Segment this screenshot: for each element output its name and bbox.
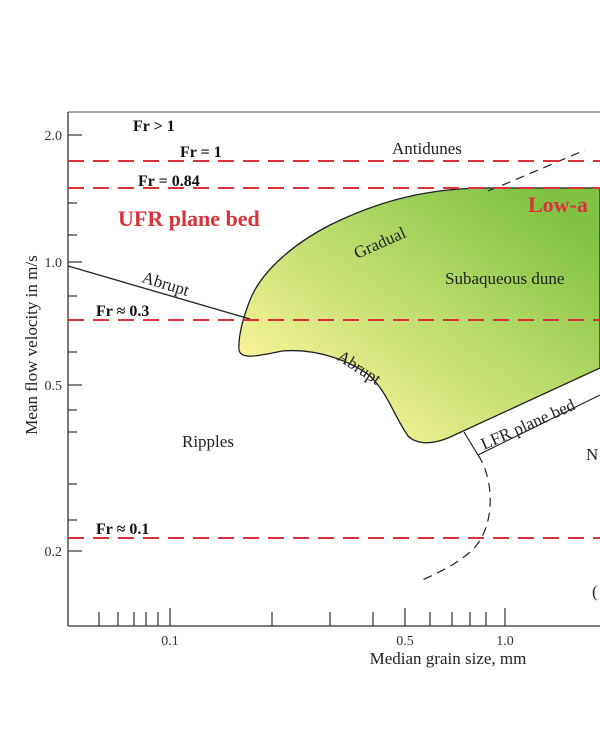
plot-frame — [67, 111, 600, 627]
subaqueous-dunes-label: Subaqueous dune — [445, 269, 564, 288]
low-angle-dunes-label: Low-a — [528, 192, 588, 217]
y-tick-02: 0.2 — [45, 545, 63, 560]
cut-label-paren: ( — [592, 582, 598, 601]
x-tick-05: 0.5 — [396, 634, 414, 649]
froude-lines — [68, 160, 600, 539]
fr-01-label: Fr ≈ 0.1 — [96, 521, 149, 538]
ufr-plane-bed-label: UFR plane bed — [118, 206, 260, 231]
lfr-lower-edge — [477, 394, 600, 456]
x-tick-1: 1.0 — [496, 634, 514, 649]
y-axis-ticks — [68, 134, 82, 552]
y-tick-2: 2.0 — [45, 129, 63, 144]
y-tick-05: 0.5 — [45, 379, 63, 394]
fr-03-label: Fr ≈ 0.3 — [96, 303, 149, 320]
antidunes-label: Antidunes — [392, 139, 462, 158]
cut-label-n: N — [586, 445, 598, 464]
x-axis-title: Median grain size, mm — [370, 649, 527, 668]
fr-gt1-label: Fr > 1 — [133, 118, 175, 135]
antidune-dashed-boundary — [487, 149, 586, 192]
ripples-label: Ripples — [182, 432, 234, 451]
x-tick-01: 0.1 — [161, 634, 179, 649]
lfr-left-edge — [463, 431, 479, 456]
x-axis-ticks — [98, 608, 506, 626]
fr-084-label: Fr = 0.84 — [138, 173, 200, 190]
y-tick-1: 1.0 — [45, 256, 63, 271]
fr-eq1-label: Fr = 1 — [180, 144, 222, 161]
abrupt-boundary-line — [67, 265, 251, 320]
dune-field — [238, 187, 600, 444]
y-axis-title: Mean flow velocity in m/s — [22, 255, 41, 434]
lfr-dashed-boundary — [417, 454, 491, 583]
